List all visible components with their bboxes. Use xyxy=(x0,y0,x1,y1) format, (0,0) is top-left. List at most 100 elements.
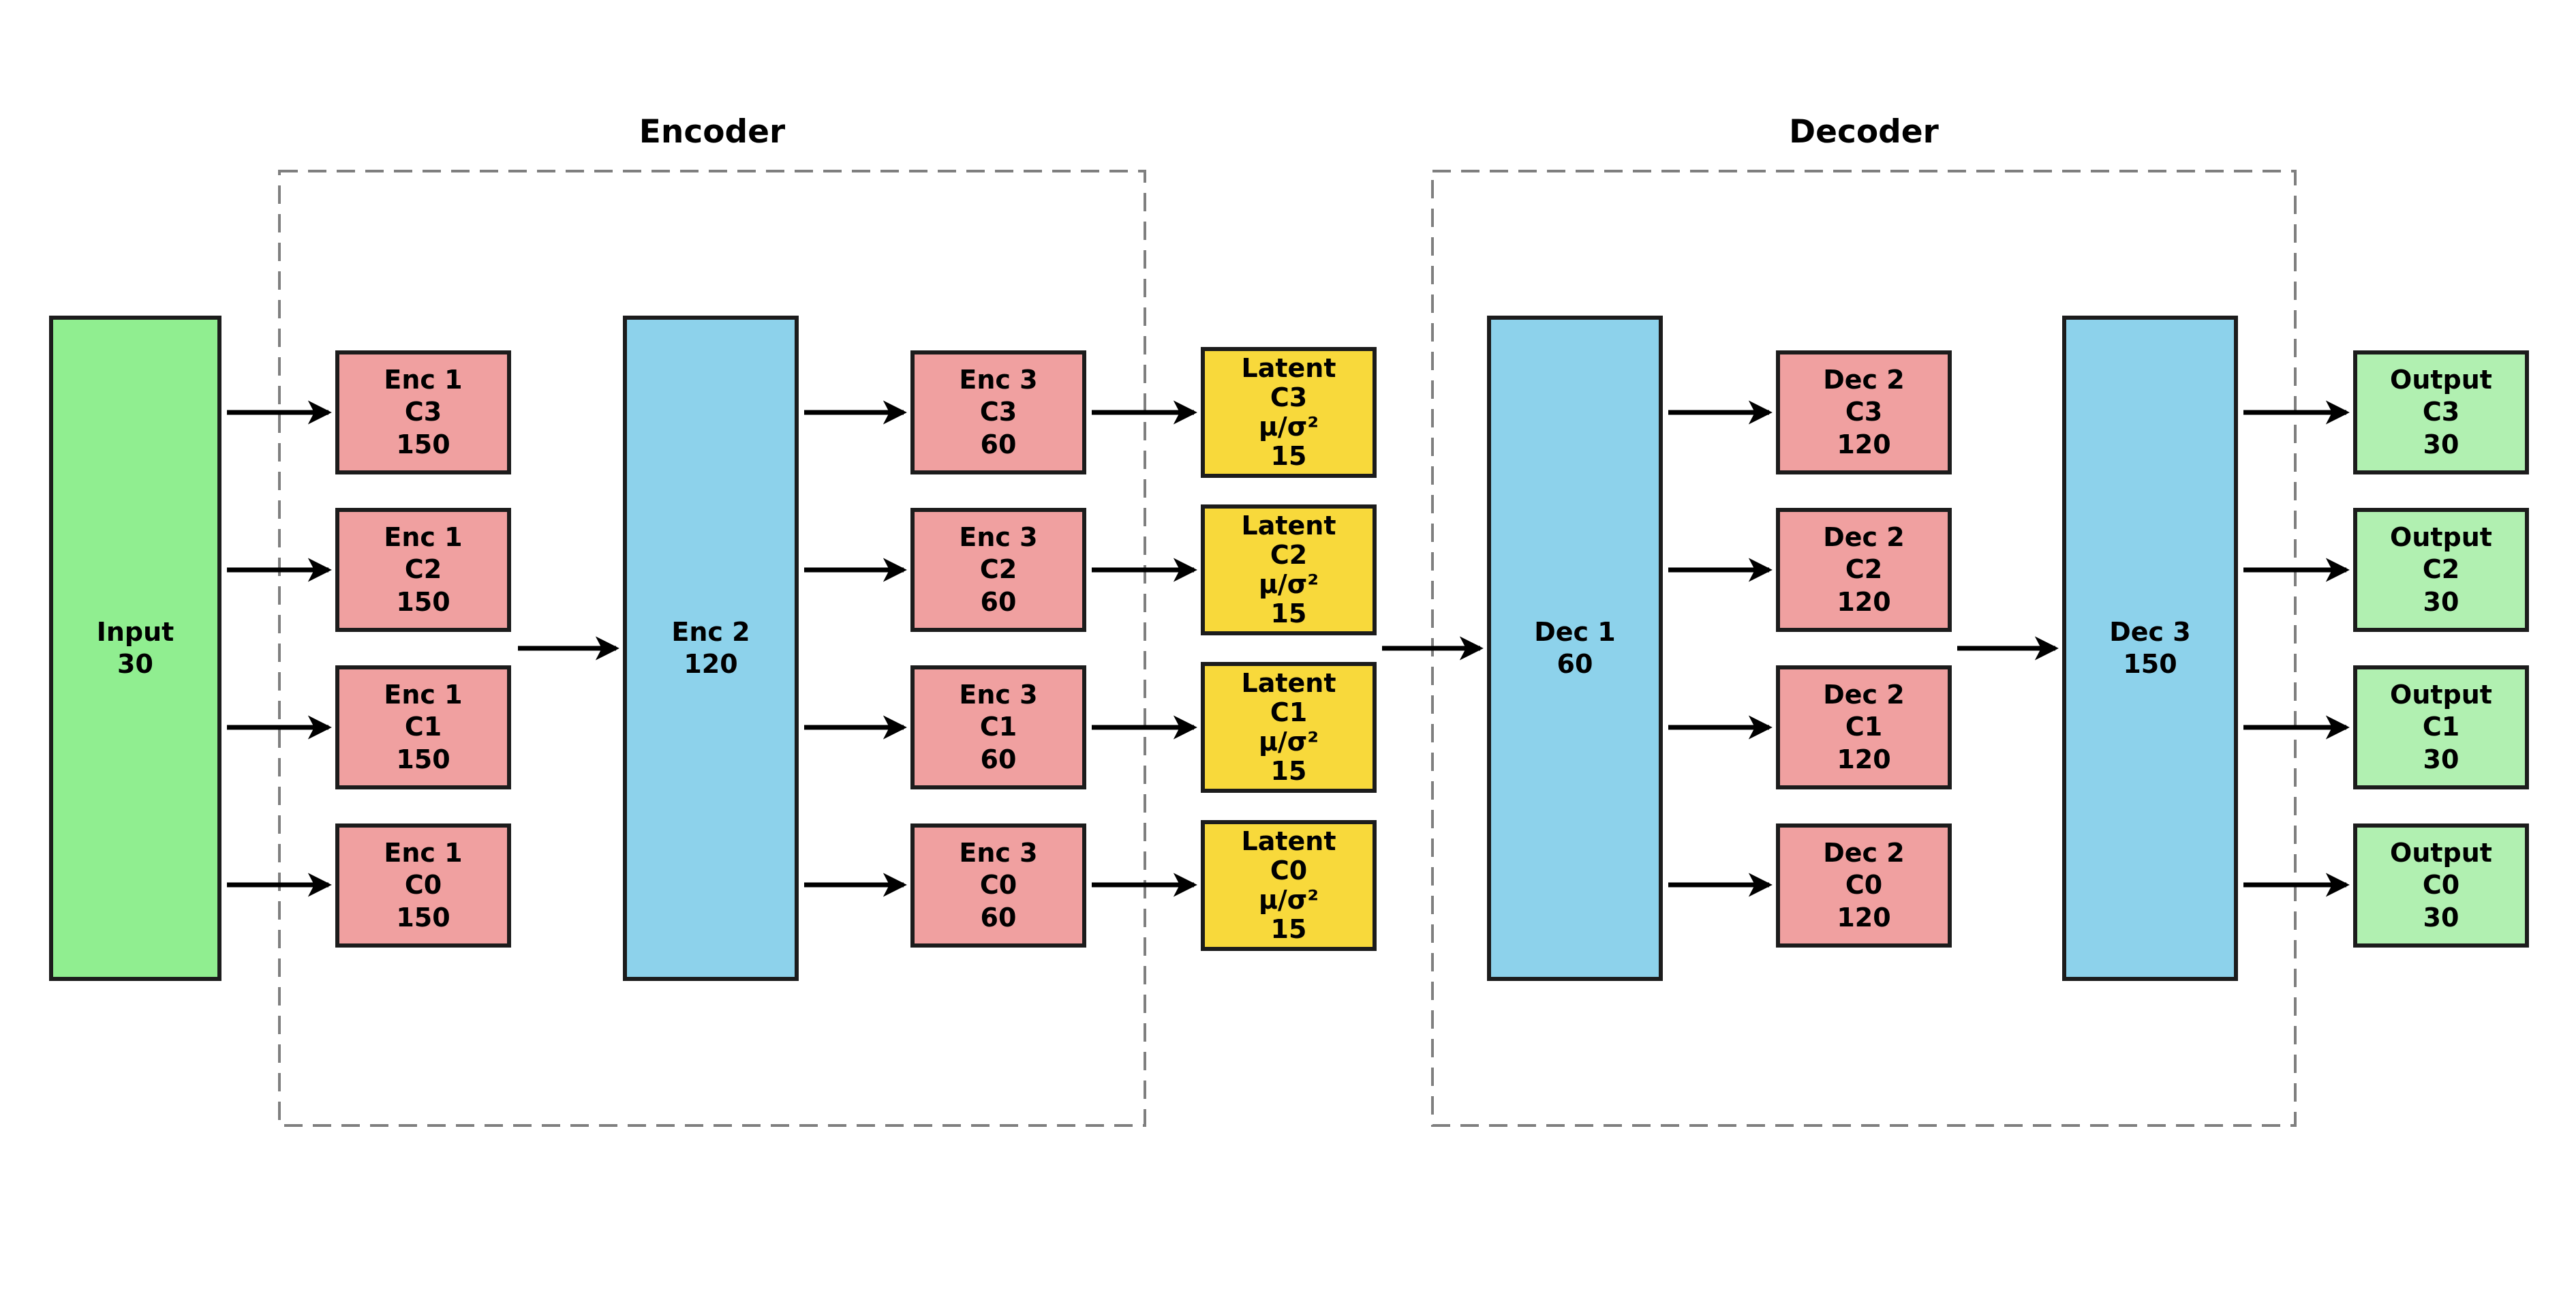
encoder-boundary xyxy=(278,170,1146,1127)
block-channel: C1 xyxy=(979,712,1017,742)
block-units: 30 xyxy=(117,649,153,679)
block-units: 30 xyxy=(2423,586,2459,617)
block-units: 15 xyxy=(1270,913,1307,944)
block-units: 60 xyxy=(1557,649,1593,679)
block-stats: μ/σ² xyxy=(1258,727,1319,757)
block-channel: C1 xyxy=(404,712,442,742)
block-label: Enc 3 xyxy=(959,680,1038,710)
block-label: Enc 1 xyxy=(384,365,463,395)
dec2-c1-block: Dec 2 C1 120 xyxy=(1776,665,1952,789)
block-label: Latent xyxy=(1241,353,1336,384)
block-channel: C0 xyxy=(1270,856,1308,886)
block-label: Enc 1 xyxy=(384,838,463,868)
enc1-c3-block: Enc 1 C3 150 xyxy=(335,350,511,474)
block-channel: C3 xyxy=(1845,397,1883,427)
block-stats: μ/σ² xyxy=(1258,569,1319,599)
block-units: 15 xyxy=(1270,440,1307,471)
block-units: 150 xyxy=(396,429,450,459)
enc3-c0-block: Enc 3 C0 60 xyxy=(910,823,1086,948)
block-channel: C1 xyxy=(2422,712,2460,742)
block-label: Dec 2 xyxy=(1823,838,1905,868)
enc1-c0-block: Enc 1 C0 150 xyxy=(335,823,511,948)
latent-c3-block: Latent C3 μ/σ² 15 xyxy=(1201,347,1377,478)
block-units: 120 xyxy=(1837,744,1891,774)
block-units: 30 xyxy=(2423,429,2459,459)
block-label: Output xyxy=(2390,522,2492,553)
block-units: 30 xyxy=(2423,902,2459,933)
latent-c1-block: Latent C1 μ/σ² 15 xyxy=(1201,662,1377,793)
block-label: Output xyxy=(2390,365,2492,395)
block-channel: C3 xyxy=(979,397,1017,427)
block-channel: C0 xyxy=(404,870,442,901)
block-label: Dec 2 xyxy=(1823,680,1905,710)
block-units: 30 xyxy=(2423,744,2459,774)
block-label: Enc 3 xyxy=(959,838,1038,868)
block-label: Input xyxy=(96,616,174,647)
block-units: 60 xyxy=(980,902,1017,933)
block-channel: C2 xyxy=(2422,554,2460,585)
block-units: 120 xyxy=(1837,586,1891,617)
block-units: 150 xyxy=(396,586,450,617)
enc1-c1-block: Enc 1 C1 150 xyxy=(335,665,511,789)
block-label: Latent xyxy=(1241,511,1336,541)
block-label: Enc 3 xyxy=(959,365,1038,395)
block-units: 120 xyxy=(1837,429,1891,459)
block-label: Enc 1 xyxy=(384,680,463,710)
enc1-c2-block: Enc 1 C2 150 xyxy=(335,508,511,632)
encoder-title: Encoder xyxy=(639,113,786,151)
output-c2-block: Output C2 30 xyxy=(2353,508,2529,632)
block-channel: C0 xyxy=(1845,870,1883,901)
block-channel: C3 xyxy=(404,397,442,427)
block-label: Enc 1 xyxy=(384,522,463,553)
block-units: 60 xyxy=(980,744,1017,774)
enc3-c3-block: Enc 3 C3 60 xyxy=(910,350,1086,474)
block-channel: C2 xyxy=(979,554,1017,585)
block-channel: C2 xyxy=(1845,554,1883,585)
block-channel: C1 xyxy=(1845,712,1883,742)
block-units: 120 xyxy=(684,649,738,679)
latent-c2-block: Latent C2 μ/σ² 15 xyxy=(1201,504,1377,635)
block-units: 150 xyxy=(396,902,450,933)
dec2-c0-block: Dec 2 C0 120 xyxy=(1776,823,1952,948)
dec2-c3-block: Dec 2 C3 120 xyxy=(1776,350,1952,474)
block-label: Enc 2 xyxy=(671,616,750,647)
output-c1-block: Output C1 30 xyxy=(2353,665,2529,789)
output-c0-block: Output C0 30 xyxy=(2353,823,2529,948)
block-label: Latent xyxy=(1241,668,1336,699)
block-units: 60 xyxy=(980,429,1017,459)
decoder-title: Decoder xyxy=(1789,113,1939,151)
latent-c0-block: Latent C0 μ/σ² 15 xyxy=(1201,820,1377,951)
block-label: Latent xyxy=(1241,826,1336,857)
enc2-block: Enc 2 120 xyxy=(623,316,799,981)
block-units: 15 xyxy=(1270,755,1307,786)
block-label: Dec 2 xyxy=(1823,365,1905,395)
dec1-block: Dec 1 60 xyxy=(1487,316,1663,981)
block-label: Dec 2 xyxy=(1823,522,1905,553)
output-c3-block: Output C3 30 xyxy=(2353,350,2529,474)
block-stats: μ/σ² xyxy=(1258,885,1319,915)
block-channel: C1 xyxy=(1270,697,1308,728)
block-label: Dec 3 xyxy=(2109,616,2191,647)
block-label: Enc 3 xyxy=(959,522,1038,553)
block-channel: C2 xyxy=(404,554,442,585)
block-channel: C0 xyxy=(979,870,1017,901)
block-channel: C2 xyxy=(1270,540,1308,571)
block-units: 60 xyxy=(980,586,1017,617)
dec2-c2-block: Dec 2 C2 120 xyxy=(1776,508,1952,632)
block-stats: μ/σ² xyxy=(1258,412,1319,442)
block-channel: C3 xyxy=(2422,397,2460,427)
block-units: 150 xyxy=(396,744,450,774)
block-units: 150 xyxy=(2123,649,2177,679)
block-channel: C3 xyxy=(1270,382,1308,413)
enc3-c1-block: Enc 3 C1 60 xyxy=(910,665,1086,789)
block-units: 15 xyxy=(1270,598,1307,629)
input-block: Input 30 xyxy=(49,316,221,981)
block-units: 120 xyxy=(1837,902,1891,933)
block-label: Dec 1 xyxy=(1534,616,1616,647)
dec3-block: Dec 3 150 xyxy=(2062,316,2238,981)
block-label: Output xyxy=(2390,838,2492,868)
flow-arrows xyxy=(227,400,2350,897)
block-channel: C0 xyxy=(2422,870,2460,901)
